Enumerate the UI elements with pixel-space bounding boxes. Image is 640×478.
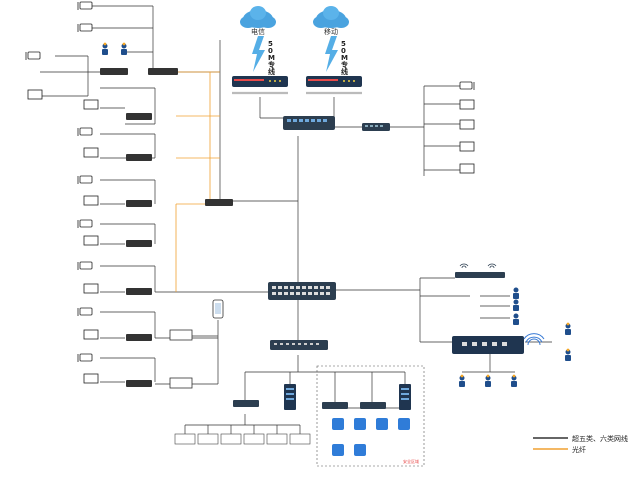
security-area-border [316,365,425,467]
cloud-label: 移动 [324,27,338,36]
switch-icon [452,336,524,354]
cloud-icon [240,6,276,28]
legend-fiber-label: 光纤 [572,445,586,454]
wifi-icon [523,333,545,346]
fiber-links [175,71,220,292]
security-module-icon [332,418,410,456]
switch-icon [268,282,336,300]
server-icon [284,384,296,410]
camera-icon [25,1,475,362]
server-icon [169,329,193,389]
wifi-icon [459,263,497,269]
legend-copper-label: 超五类、六类网线 [572,434,628,443]
router-icon [232,76,288,87]
cloud-icon [313,6,349,28]
switch-icon [455,272,505,278]
monitor-icon [174,433,311,445]
switch-icon [270,340,328,350]
server-icon [399,384,411,410]
legend: 超五类、六类网线 光纤 [533,434,628,454]
user-icon [102,43,571,387]
lightning-icon [325,36,338,72]
phone-icon [212,299,224,319]
lightning-icon [252,36,265,72]
monitor-icon [27,89,475,384]
cloud-label: 电信 [251,27,265,36]
security-area-label: 安全区域 [403,458,419,464]
user-icon [103,42,570,378]
copper-links [40,5,552,434]
switch-icon [100,68,386,409]
switch-icon [362,123,390,131]
switch-icon [283,116,335,130]
router-icon [306,76,362,87]
